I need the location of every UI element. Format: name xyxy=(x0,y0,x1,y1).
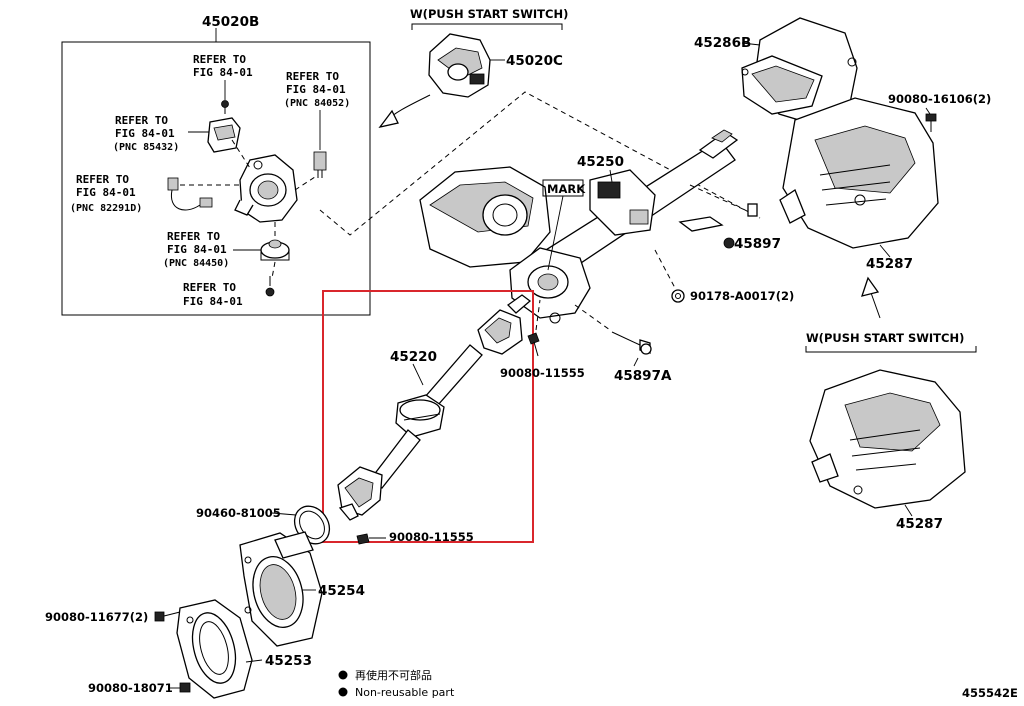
screw-90080-16106 xyxy=(925,113,937,132)
legend-bullet xyxy=(338,687,348,697)
label-45220: 45220 xyxy=(390,349,437,365)
refer-to-line1: REFER TO xyxy=(193,53,246,66)
legend: 再使用不可部品 Non-reusable part xyxy=(338,668,455,699)
legend-bullet xyxy=(338,670,348,680)
label-90178-A0017: 90178-A0017(2) xyxy=(690,289,794,303)
part-45253-seal xyxy=(176,599,253,699)
refer-to-line1: REFER TO xyxy=(76,173,129,186)
label-push-start-right: W(PUSH START SWITCH) xyxy=(806,331,964,345)
direction-arrow-up xyxy=(861,276,881,319)
refer-to-fig: FIG 84-01 xyxy=(286,83,346,96)
label-45897: 45897 xyxy=(734,236,781,252)
refer-to-line1: REFER TO xyxy=(286,70,339,83)
label-45287-bottom: 45287 xyxy=(896,516,943,532)
label-45020B: 45020B xyxy=(202,14,259,30)
nut-90178-A0017 xyxy=(671,289,685,303)
label-45253: 45253 xyxy=(265,653,312,669)
direction-arrow-down-left xyxy=(378,109,399,129)
label-90460-81005: 90460-81005 xyxy=(196,506,281,520)
key-interlock-pin xyxy=(313,151,327,178)
refer-to-fig: FIG 84-01 xyxy=(167,243,227,256)
refer-to-pnc: (PNC 84052) xyxy=(284,98,350,109)
bolt-45897 xyxy=(689,184,758,249)
refer-to-fig: FIG 84-01 xyxy=(193,66,253,79)
refer-to-line1: REFER TO xyxy=(115,114,168,127)
screw-small-2 xyxy=(265,276,275,297)
label-90080-18071: 90080-18071 xyxy=(88,681,173,695)
push-start-group-top: W(PUSH START SWITCH) 45020C xyxy=(378,7,568,129)
label-45020C: 45020C xyxy=(506,53,563,69)
wire-harness xyxy=(167,177,213,211)
ignition-lock-housing xyxy=(234,154,298,223)
label-45287-top: 45287 xyxy=(866,256,913,272)
legend-english: Non-reusable part xyxy=(355,686,455,699)
legend-japanese: 再使用不可部品 xyxy=(355,668,432,682)
refer-to-line1: REFER TO xyxy=(183,281,236,294)
unlock-warning-switch xyxy=(207,117,241,153)
bolt-90080-11677 xyxy=(154,611,181,622)
label-mark: MARK xyxy=(547,182,586,196)
part-45287-lower-cover-bottom xyxy=(809,369,966,509)
part-45254-hole-cover xyxy=(239,531,323,647)
screw-small-1 xyxy=(221,100,229,114)
refer-to-fig: FIG 84-01 xyxy=(76,186,136,199)
diagram-code: 455542E xyxy=(962,686,1018,700)
refer-to-pnc: (PNC 85432) xyxy=(113,142,179,153)
part-45250-steering-column xyxy=(419,129,739,324)
refer-to-pnc: (PNC 82291D) xyxy=(70,203,142,214)
label-45286B: 45286B xyxy=(694,35,751,51)
label-90080-16106: 90080-16106(2) xyxy=(888,92,991,106)
part-45020C xyxy=(428,33,491,98)
clip-90080-18071 xyxy=(179,682,191,693)
bolt-90080-11555-lower xyxy=(356,533,386,545)
label-push-start-top: W(PUSH START SWITCH) xyxy=(410,7,568,21)
part-45220-intermediate-shaft xyxy=(337,294,532,521)
highlight-box-45220 xyxy=(322,290,534,543)
bolt-90080-11555-upper xyxy=(527,332,540,357)
refer-to-fig: FIG 84-01 xyxy=(183,295,243,308)
part-45286B-upper-cover xyxy=(741,17,858,127)
label-45254: 45254 xyxy=(318,583,365,599)
label-90080-11677: 90080-11677(2) xyxy=(45,610,148,624)
refer-to-fig: FIG 84-01 xyxy=(115,127,175,140)
bolt-45897A xyxy=(611,331,652,355)
refer-to-pnc: (PNC 84450) xyxy=(163,258,229,269)
label-90080-11555-lower: 90080-11555 xyxy=(389,530,474,544)
dashed-reference-line xyxy=(319,91,761,236)
label-90080-11555-upper: 90080-11555 xyxy=(500,366,585,380)
label-45897A: 45897A xyxy=(614,368,672,384)
part-45287-lower-cover-top xyxy=(779,97,939,249)
transponder-coil xyxy=(260,239,290,261)
assembly-box-45020B: 45020B REFER TO FIG 84-01 REFER TO FIG 8… xyxy=(61,14,371,316)
refer-to-line1: REFER TO xyxy=(167,230,220,243)
label-45250: 45250 xyxy=(577,154,624,170)
